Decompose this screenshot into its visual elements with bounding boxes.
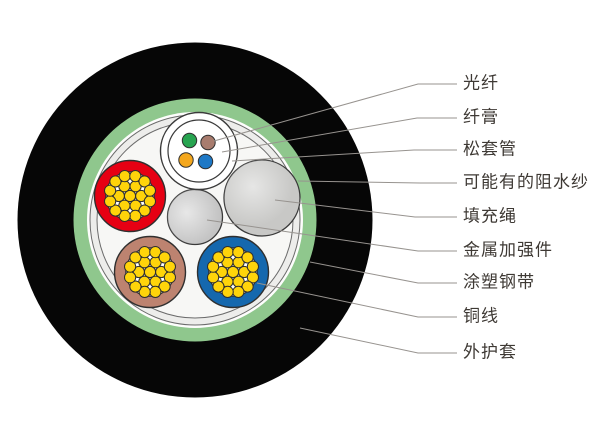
fiber-tube-red-strand (104, 195, 117, 208)
leader-metal-strength-member (206, 219, 457, 252)
fiber-tube-brown-strand (163, 260, 176, 273)
fiber-tube-red-strand (135, 189, 148, 203)
label-loose-tube: 松套管 (463, 139, 517, 160)
leader-lines (206, 83, 457, 354)
loose-tube-outer-wall (159, 111, 239, 191)
fiber-tube-brown-strand (129, 251, 142, 264)
copper-tube-blue-strand (246, 260, 259, 273)
leader-fiber-gel (221, 117, 457, 153)
copper-tube-blue (196, 235, 270, 309)
fiber-tube-brown-strand (124, 271, 137, 284)
fiber-tube-red-strand (118, 170, 131, 183)
leader-filler-rope (274, 199, 457, 218)
fiber-tube-brown-strand (155, 265, 168, 279)
fiber-tube-brown-strand (158, 251, 171, 264)
fiber-tube-brown-strand (149, 246, 162, 259)
fiber-tube-brown-strand (149, 285, 162, 298)
copper-tube-blue-strand (221, 246, 234, 259)
copper-tube-blue-strand (241, 251, 254, 264)
loose-tube-fibers (178, 132, 216, 170)
label-filler-rope: 填充绳 (463, 206, 517, 227)
copper-tube-blue-strand (238, 265, 251, 279)
copper-tube-blue-strand (207, 260, 220, 273)
leader-copper-wire (256, 282, 457, 318)
fiber-tube-red-strand (109, 175, 122, 188)
fiber-tube-red-strand (138, 204, 151, 217)
fiber-tube-brown-strand (132, 265, 145, 279)
strength-member-highlight (167, 189, 223, 245)
buffer-tubes (93, 159, 270, 309)
label-fiber-gel: 纤膏 (463, 107, 499, 128)
leader-optical-fiber (213, 83, 457, 142)
copper-tube-blue-strand (241, 280, 254, 293)
label-optical-fiber: 光纤 (463, 73, 499, 94)
filler-rope-highlight (224, 160, 300, 236)
fiber-tube-brown-strand (158, 280, 171, 293)
leader-coated-steel-tape (309, 261, 457, 284)
fiber-tube-red-strand (143, 184, 156, 197)
fiber-tube-brown-strand (138, 246, 151, 259)
fiber-tube-red-strand (129, 209, 142, 222)
fiber-tube-brown-strand (129, 280, 142, 293)
leader-water-blocking-yarn (297, 180, 457, 184)
loose-fiber-amber (178, 152, 194, 168)
loose-fiber-green (181, 132, 198, 149)
label-outer-sheath: 外护套 (463, 342, 517, 363)
fiber-tube-brown (113, 235, 187, 309)
copper-tube-blue-strand (232, 285, 245, 298)
fiber-tube-red-strand (112, 189, 125, 203)
fiber-tube-red-strand (109, 204, 122, 217)
copper-tube-blue-strand (212, 280, 225, 293)
label-water-blocking-yarn: 可能有的阻水纱 (463, 172, 589, 193)
fiber-tube-red-strand (118, 209, 131, 222)
label-copper-wire: 铜线 (463, 306, 499, 327)
loose-tube-group (159, 111, 239, 191)
fiber-tube-red-strand (129, 170, 142, 183)
loose-fiber-brown (200, 134, 216, 151)
fiber-tube-brown-strand (124, 260, 137, 273)
fiber-tube-red-strand (138, 175, 151, 188)
copper-tube-blue-strand (232, 246, 245, 259)
label-coated-steel-tape: 涂塑钢带 (463, 272, 535, 293)
loose-fiber-blue (197, 153, 214, 170)
copper-tube-blue-strand (221, 285, 234, 298)
strength-member-circle (166, 188, 224, 246)
label-metal-strength-member: 金属加强件 (463, 240, 553, 261)
copper-tube-blue-strand (212, 251, 225, 264)
fiber-tube-brown-strand (138, 285, 151, 298)
copper-tube-blue-strand (207, 271, 220, 284)
filler-rope-circle (223, 159, 301, 237)
leader-outer-sheath (299, 327, 457, 354)
copper-tube-blue-strand (215, 265, 228, 279)
fiber-tube-red (93, 159, 167, 233)
fiber-tube-red-strand (104, 184, 117, 197)
leader-loose-tube (231, 149, 457, 162)
